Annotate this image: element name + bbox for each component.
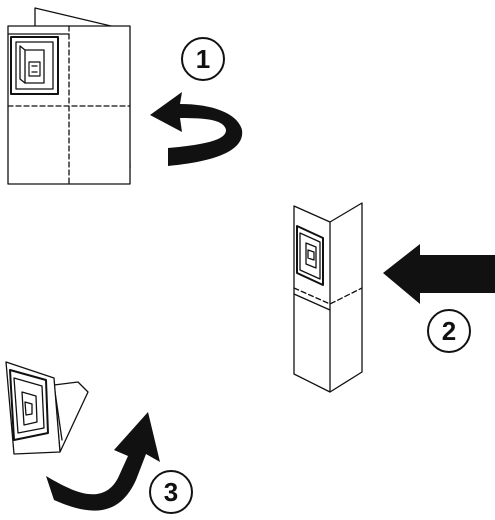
tent-outline [293, 202, 363, 393]
step-1-curved-arrow [150, 92, 243, 166]
step-3-standing-display [5, 361, 89, 455]
step-2-tent-sheet [293, 202, 363, 393]
tent-fold-dashed [293, 287, 363, 305]
step-3-curved-arrow [46, 412, 160, 511]
step-2-number: 2 [442, 316, 456, 346]
step-1-number-badge: 1 [181, 37, 225, 81]
switch-plate-icon [296, 225, 324, 286]
switch-plate-icon [9, 369, 49, 441]
step-1-number: 1 [196, 44, 210, 74]
switch-plate-icon [10, 36, 59, 95]
step-2-arrow [383, 244, 495, 304]
step-1-folded-sheet [7, 7, 131, 185]
step-3-number: 3 [164, 477, 178, 507]
step-3-number-badge: 3 [149, 470, 193, 514]
step-2-number-badge: 2 [427, 309, 471, 353]
